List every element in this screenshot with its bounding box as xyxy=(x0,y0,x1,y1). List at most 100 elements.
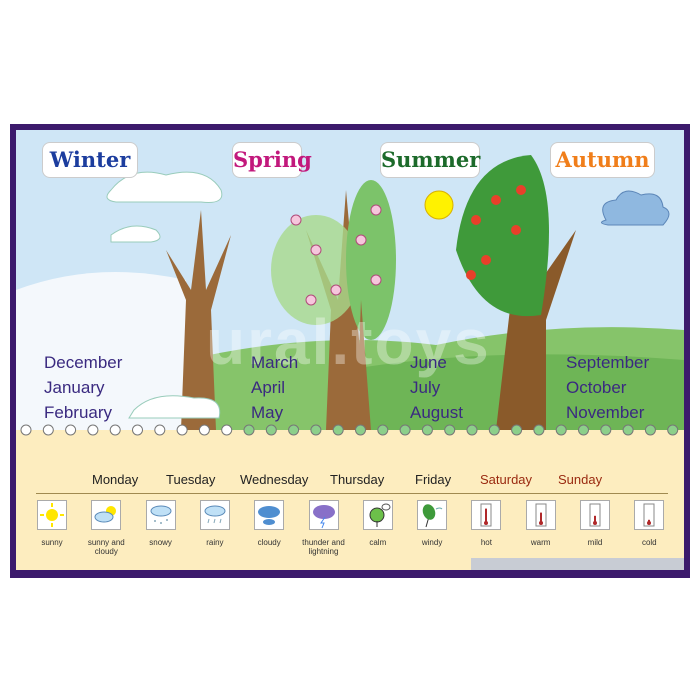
ring xyxy=(132,424,143,436)
season-spring-label: Spring xyxy=(232,142,312,178)
product-label xyxy=(471,558,684,570)
weather-icon-box xyxy=(91,500,122,530)
snow-drift xyxy=(128,395,221,419)
calm-tree-icon xyxy=(369,503,391,527)
ring xyxy=(466,424,478,436)
weather-calendar: Monday Tuesday Wednesday Thursday Friday… xyxy=(16,424,684,570)
month: June xyxy=(410,353,447,372)
cloud-icon xyxy=(258,506,281,525)
day-wednesday: Wednesday xyxy=(240,472,309,487)
ring xyxy=(421,424,433,436)
ring xyxy=(600,424,612,436)
month: January xyxy=(44,378,105,397)
month: August xyxy=(410,403,463,422)
weather-item-sunny-and-cloudy: sunny and cloudy xyxy=(76,500,136,556)
ring xyxy=(355,424,366,436)
weather-icon-box xyxy=(254,500,285,530)
windy-tree-icon xyxy=(422,504,443,528)
sun-icon xyxy=(424,190,454,220)
rain-cloud-icon xyxy=(204,505,226,524)
day-saturday: Saturday xyxy=(480,472,533,487)
month: December xyxy=(44,353,123,372)
season-summer-label: Summer xyxy=(380,142,480,178)
weather-icon-box xyxy=(525,500,556,530)
thermometer-icon xyxy=(643,503,655,527)
weather-icon-box xyxy=(37,500,67,530)
weather-icon-box xyxy=(580,500,610,530)
weather-icon-box xyxy=(362,500,393,530)
weather-item-cold: cold xyxy=(619,500,679,547)
weather-item-mild: mild xyxy=(565,500,625,547)
ring xyxy=(622,424,634,436)
month: November xyxy=(566,403,645,422)
month: September xyxy=(566,353,650,372)
weather-label: warm xyxy=(530,538,551,547)
seasons-poster: ural.toys Winter Spring Summer Autumn De… xyxy=(10,124,690,578)
ring xyxy=(176,424,188,436)
month: February xyxy=(44,403,113,422)
weather-label: calm xyxy=(369,538,387,547)
weather-item-cloudy: cloudy xyxy=(239,500,299,547)
weather-label: mild xyxy=(587,538,603,547)
month: July xyxy=(410,378,441,397)
day-sunday: Sunday xyxy=(558,472,603,487)
weather-label: thunder and lightning xyxy=(302,538,345,556)
ring xyxy=(288,424,300,436)
weather-label: sunny xyxy=(41,538,63,547)
ring xyxy=(488,424,500,436)
day-friday: Friday xyxy=(415,472,452,487)
weather-label: cold xyxy=(641,538,657,547)
weather-label: windy xyxy=(421,538,443,547)
weather-item-thunder-and-lightning: thunder and lightning xyxy=(294,500,354,556)
spring-tree xyxy=(271,180,396,430)
ring xyxy=(243,424,255,436)
weather-item-calm: calm xyxy=(348,500,408,547)
watermark: ural.toys xyxy=(206,306,491,378)
ring xyxy=(644,424,656,436)
thunder-icon xyxy=(312,505,335,529)
ring xyxy=(198,424,210,436)
weather-label: rainy xyxy=(206,538,224,547)
sun-cloud-icon xyxy=(94,506,117,523)
weather-icon-box xyxy=(308,500,339,530)
poster-inner: ural.toys Winter Spring Summer Autumn De… xyxy=(16,130,684,570)
ring xyxy=(87,424,99,436)
winter-tree xyxy=(106,171,231,430)
day-tuesday: Tuesday xyxy=(166,472,216,487)
month: March xyxy=(251,353,299,372)
month: May xyxy=(251,403,284,422)
ring xyxy=(332,424,344,436)
ring xyxy=(555,424,567,436)
rain-cloud xyxy=(601,190,670,226)
weather-item-sunny: sunny xyxy=(22,500,82,547)
weather-item-snowy: snowy xyxy=(131,500,191,547)
day-thursday: Thursday xyxy=(330,472,385,487)
ring xyxy=(109,424,121,436)
ring xyxy=(444,424,456,436)
thermometer-icon xyxy=(535,503,547,527)
day-monday: Monday xyxy=(92,472,139,487)
ring xyxy=(578,424,589,436)
divider xyxy=(36,493,668,494)
ring xyxy=(154,424,166,436)
sun-icon xyxy=(40,503,64,527)
season-autumn-label: Autumn xyxy=(550,142,655,178)
snow-hill xyxy=(16,272,186,440)
ring xyxy=(377,424,389,436)
ring xyxy=(310,424,322,436)
weather-label: sunny and cloudy xyxy=(87,538,125,556)
ring xyxy=(265,424,277,436)
ring xyxy=(533,424,545,436)
ring xyxy=(65,424,77,436)
ring xyxy=(221,424,233,436)
weather-label: hot xyxy=(480,538,492,547)
weather-icon-box xyxy=(471,500,502,530)
month: April xyxy=(251,378,286,397)
weather-icon-box xyxy=(145,500,176,530)
thermometer-icon xyxy=(589,503,601,527)
season-winter-label: Winter xyxy=(42,142,138,178)
